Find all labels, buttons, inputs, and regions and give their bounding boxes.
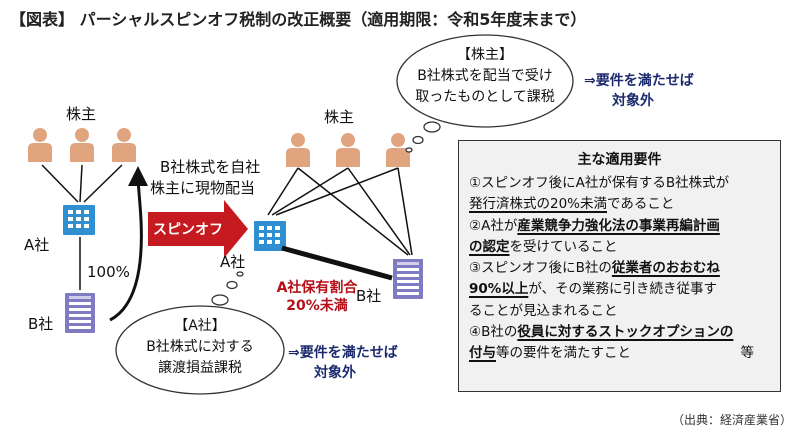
right-shareholders (286, 133, 410, 167)
requirement-3-line2: 90%以上が、その業務に引き続き従事す (469, 279, 770, 300)
shareholder-bubble (396, 34, 574, 153)
shareholder-bubble-line2: 取ったものとして課税 (415, 89, 555, 105)
company-a-bubble-text: 【A社】 B社株式に対する 譲渡損益課税 (125, 316, 275, 379)
requirement-2-line1: ②A社が産業競争力強化法の事業再編計画 (469, 216, 770, 237)
company-a-note: ⇒要件を満たせば 対象外 (288, 343, 398, 383)
left-company-a-label: A社 (24, 236, 50, 254)
company-a-bubble-line2: 譲渡損益課税 (158, 360, 242, 376)
right-shareholders-label: 株主 (324, 108, 355, 126)
requirement-4-underlined: 役員に対するストックオプションの (517, 324, 734, 341)
requirement-3-text: ③スピンオフ後にB社の (469, 260, 612, 277)
shareholder-bubble-heading: 【株主】 (457, 47, 513, 63)
requirement-2-line2: の認定を受けていること (469, 237, 770, 258)
requirements-title: 主な適用要件 (577, 152, 662, 168)
holding-ratio-line2: 20%未満 (286, 298, 348, 314)
requirement-3-rest: が、その業務に引き続き従事す (528, 281, 718, 298)
company-a-note-line1: ⇒要件を満たせば (288, 345, 398, 361)
requirement-1-line2: 発行済株式の20%未満であること (469, 194, 770, 215)
requirement-1-text: ①スピンオフ後にA社が保有するB社株式が (469, 175, 730, 191)
right-company-a-icon (254, 221, 286, 251)
requirement-3-underlined: 従業者のおおむね (611, 260, 720, 277)
shareholder-bubble-line1: B社株式を配当で受け (417, 68, 553, 84)
left-shareholders (28, 128, 136, 162)
source-credit: （出典：経済産業省） (671, 413, 792, 427)
requirement-3-line1: ③スピンオフ後にB社の従業者のおおむね (469, 258, 770, 279)
dividend-label-line1: B社株式を自社 (160, 158, 261, 176)
company-a-note-line2: 対象外 (314, 365, 356, 381)
right-ownership-lines (267, 167, 413, 256)
requirement-1-line1: ①スピンオフ後にA社が保有するB社株式が (469, 173, 770, 194)
right-company-b-icon (393, 259, 423, 299)
requirement-4-etc: 等 (740, 345, 755, 362)
shareholder-note-line2: 対象外 (612, 93, 654, 109)
page-title: 【図表】 パーシャルスピンオフ税制の改正概要（適用期限：令和5年度末まで） (10, 10, 587, 29)
right-company-a-label: A社 (220, 253, 246, 271)
holding-ratio: A社保有割合 20%未満 (262, 279, 372, 315)
requirement-2-text: ②A社が (469, 217, 518, 234)
requirement-1-rest: であること (607, 196, 675, 213)
requirements-box: 主な適用要件 ①スピンオフ後にA社が保有するB社株式が 発行済株式の20%未満で… (458, 140, 781, 392)
requirement-4-line1: ④B社の役員に対するストックオプションの (469, 322, 770, 343)
requirement-3-underlined-2: 90%以上 (469, 281, 529, 298)
shareholder-note-line1: ⇒要件を満たせば (584, 73, 694, 89)
spinoff-arrow (148, 200, 248, 258)
requirement-4-text: ④B社の (469, 324, 518, 341)
spinoff-label: スピンオフ (153, 222, 223, 238)
right-company-b-label: B社 (356, 287, 382, 305)
holding-ratio-line1: A社保有割合 (276, 280, 358, 296)
requirement-4-line2: 付与等の要件を満たすこと 等 (469, 343, 770, 364)
holding-line (281, 245, 393, 281)
ownership-label: 100% (87, 263, 130, 281)
dividend-arrow (109, 179, 143, 322)
requirement-2-rest: を受けていること (509, 238, 618, 255)
left-company-b-label: B社 (28, 315, 54, 333)
company-a-bubble (115, 271, 285, 395)
left-shareholders-label: 株主 (66, 105, 97, 123)
requirement-3-line3: ることが見込まれること (469, 302, 618, 319)
shareholder-bubble-text: 【株主】 B社株式を配当で受け 取ったものとして課税 (405, 45, 565, 108)
dividend-arrowhead (128, 166, 148, 186)
requirement-4-underlined-2: 付与 (469, 345, 496, 362)
requirement-2-underlined-2: の認定 (469, 238, 510, 255)
dividend-label-line2: 株主に現物配当 (150, 179, 256, 197)
requirement-4-rest: 等の要件を満たすこと (496, 345, 631, 362)
left-ownership-lines (41, 164, 123, 203)
company-a-bubble-heading: 【A社】 (174, 318, 226, 334)
left-company-b-icon (65, 293, 95, 333)
company-a-bubble-line1: B社株式に対する (146, 339, 254, 355)
requirement-2-underlined: 産業競争力強化法の事業再編計画 (517, 217, 720, 234)
shareholder-note: ⇒要件を満たせば 対象外 (584, 71, 694, 111)
left-company-a-icon (63, 205, 95, 235)
requirement-1-underlined: 発行済株式の20%未満 (469, 196, 608, 213)
